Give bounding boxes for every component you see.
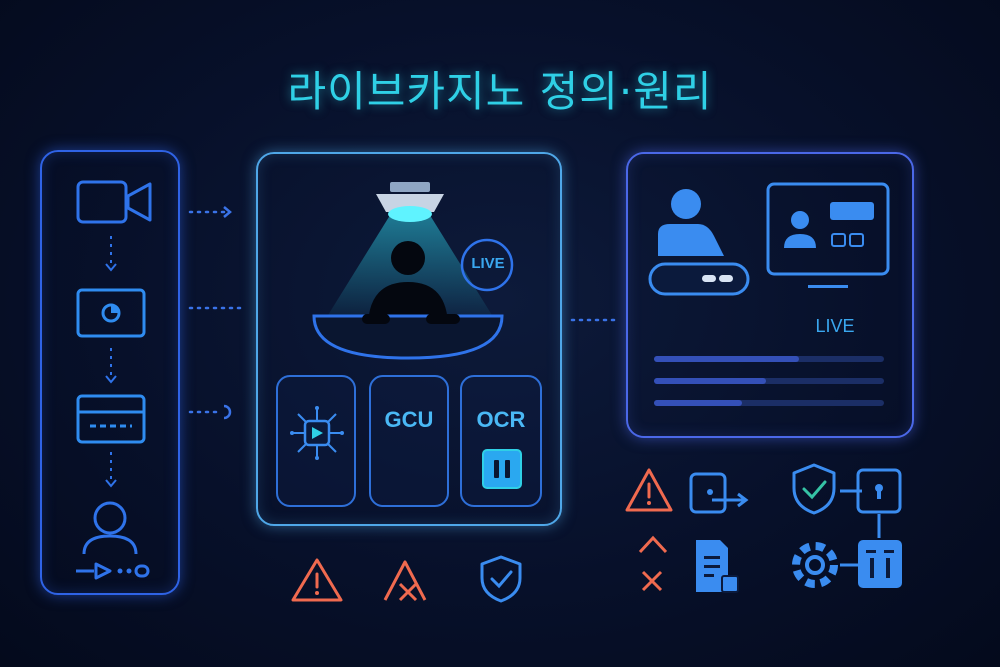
player-view-panel <box>626 152 914 438</box>
lock-icon <box>856 468 902 514</box>
dealer-icon <box>312 241 504 360</box>
down-arrow-icon <box>105 236 117 272</box>
redirect-icon <box>689 472 749 514</box>
warning-icon <box>625 468 673 512</box>
info-lines <box>654 356 884 406</box>
page-title: 라이브카지노 정의·원리 <box>287 67 713 116</box>
down-arrow-icon <box>105 452 117 488</box>
document-icon <box>696 540 739 593</box>
warning-icon <box>291 558 343 602</box>
connector-end <box>188 404 232 420</box>
link-line <box>877 514 881 538</box>
monitor-icon <box>766 182 890 288</box>
down-arrow-icon <box>105 348 117 384</box>
card-label: OCR <box>476 407 526 432</box>
user-icon <box>82 501 138 555</box>
cross-triangle-icon <box>383 560 427 602</box>
connector-dots <box>188 306 242 310</box>
live-label: LIVE <box>815 316 855 336</box>
shield-check-icon <box>480 555 522 603</box>
card-label: GCU <box>384 407 434 432</box>
pipeline-panel <box>40 150 180 595</box>
server-icon <box>858 540 902 588</box>
shield-check-icon <box>792 463 836 515</box>
live-studio-panel <box>256 152 562 526</box>
gcu-card[interactable]: GCU <box>369 375 449 507</box>
live-badge-label: LIVE <box>471 255 505 272</box>
dealer-icon <box>648 189 750 296</box>
connector-arrow <box>188 206 232 218</box>
connector-dots <box>570 318 620 322</box>
chip-icon <box>290 406 344 460</box>
link-line <box>840 563 858 567</box>
pause-icon[interactable] <box>482 449 522 489</box>
card-icon <box>76 394 146 444</box>
video-camera-icon <box>76 180 152 224</box>
display-icon <box>76 288 146 338</box>
gear-icon <box>792 542 838 588</box>
flow-arrow-icon <box>76 562 150 580</box>
cross-icon <box>638 535 668 592</box>
live-badge-icon <box>460 238 514 292</box>
